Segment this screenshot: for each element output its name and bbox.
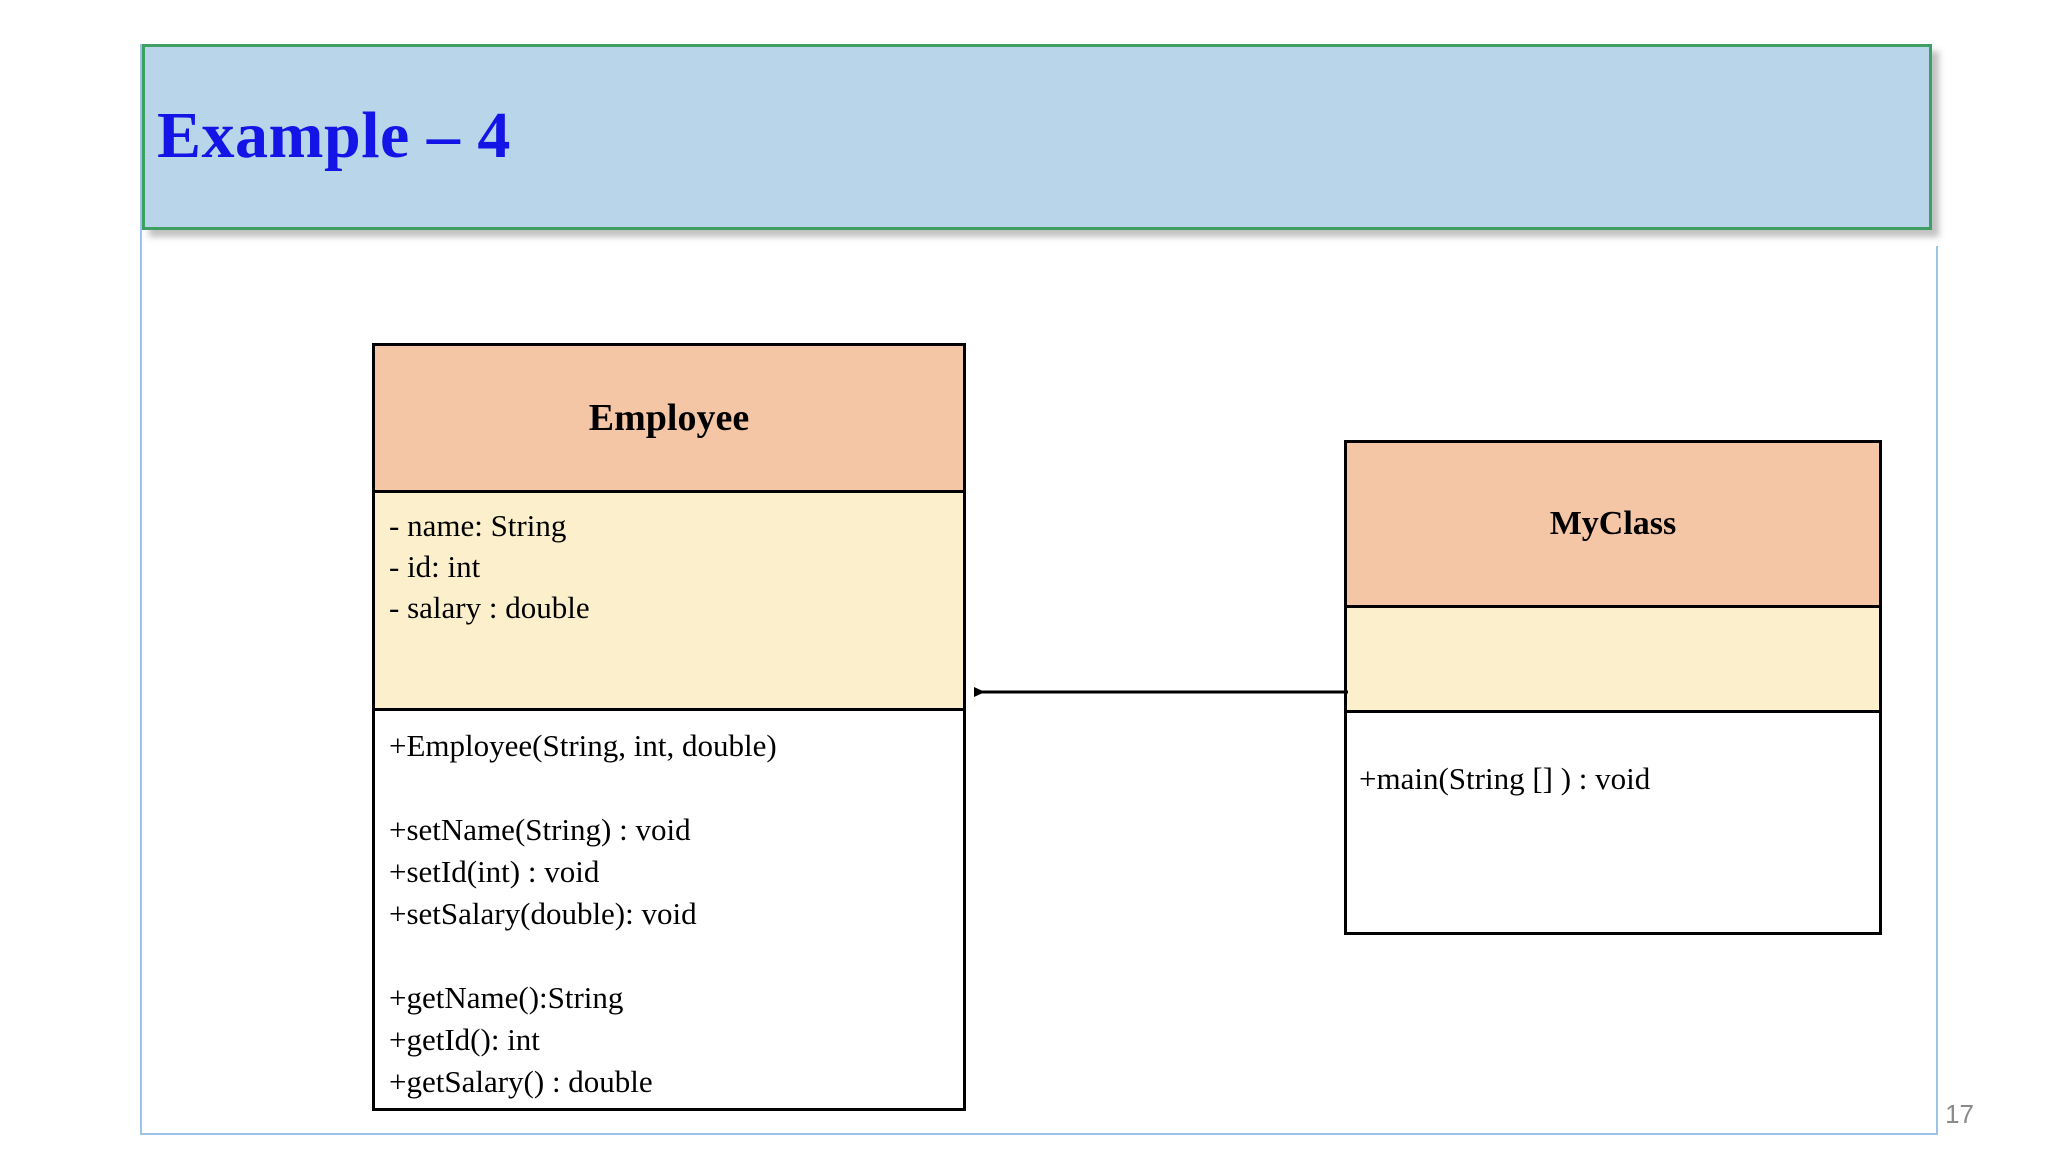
attribute-row: - name: String (389, 508, 567, 543)
method-row: +setSalary(double): void (389, 896, 697, 931)
page-title: Example – 4 (157, 99, 511, 172)
uml-class-myclass[interactable]: MyClass +main(String [] ) : void (1344, 440, 1882, 935)
method-row: +Employee(String, int, double) (389, 728, 777, 763)
method-row: +setId(int) : void (389, 854, 600, 889)
method-row: +getId(): int (389, 1022, 540, 1057)
uml-class-myclass-attributes (1347, 608, 1879, 713)
uml-class-employee-methods: +Employee(String, int, double) +setName(… (375, 711, 963, 1103)
association-arrow-myclass-to-employee (974, 687, 1348, 697)
slide-page-number: 17 (1945, 1099, 1974, 1129)
uml-class-employee[interactable]: Employee - name: String - id: int - sala… (372, 343, 966, 1111)
method-row: +setName(String) : void (389, 812, 691, 847)
method-row: +getName():String (389, 980, 624, 1015)
title-banner (142, 44, 1932, 230)
attribute-row: - id: int (389, 549, 481, 584)
uml-class-myclass-name: MyClass (1347, 443, 1879, 608)
uml-class-employee-name: Employee (375, 346, 963, 493)
uml-class-myclass-methods: +main(String [] ) : void (1347, 713, 1879, 800)
method-row: +getSalary() : double (389, 1064, 653, 1099)
method-row: +main(String [] ) : void (1359, 761, 1651, 796)
content-frame-left-edge (140, 44, 142, 249)
uml-class-employee-attributes: - name: String - id: int - salary : doub… (375, 493, 963, 711)
attribute-row: - salary : double (389, 590, 590, 625)
